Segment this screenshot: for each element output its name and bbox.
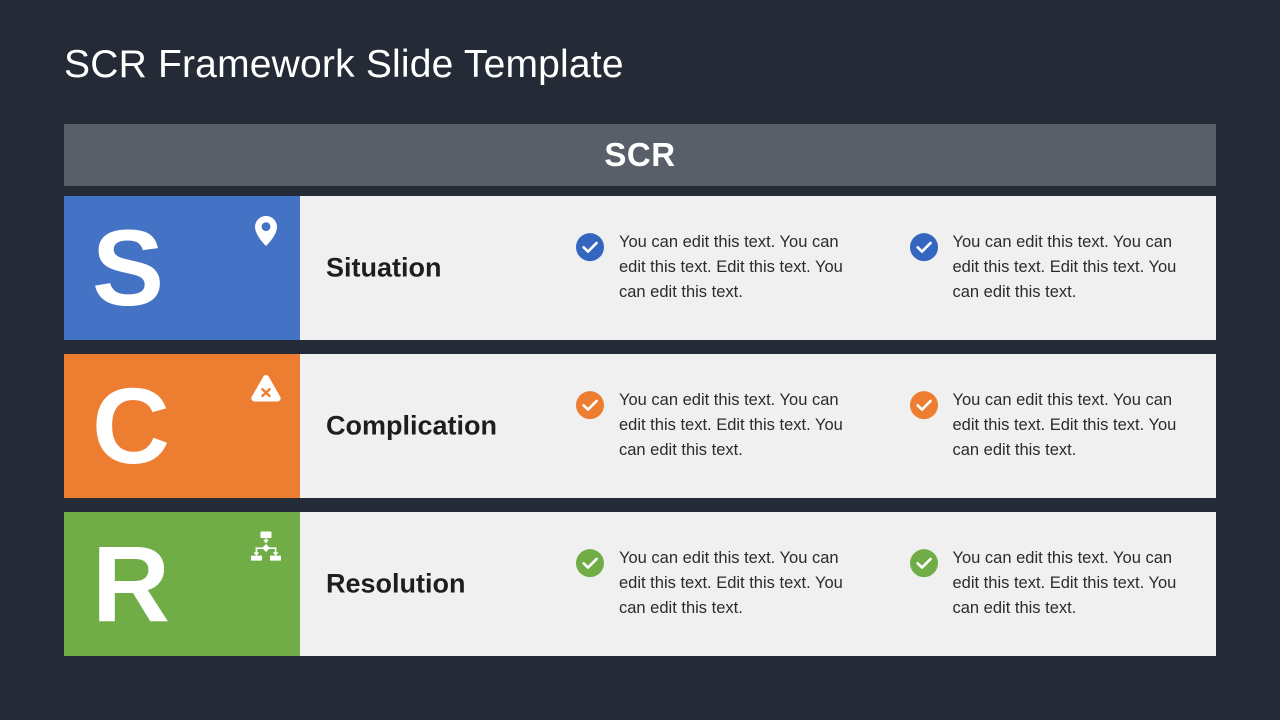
tile-letter: S bbox=[92, 207, 164, 328]
list-item: You can edit this text. You can edit thi… bbox=[909, 546, 1203, 622]
list-item-text: You can edit this text. You can edit thi… bbox=[952, 549, 1177, 618]
content-panel-complication: Complication You can edit this text. You… bbox=[300, 354, 1216, 498]
scr-row-resolution: R Resolution bbox=[64, 512, 1216, 656]
check-circle-icon bbox=[909, 390, 939, 420]
content-panel-resolution: Resolution You can edit this text. You c… bbox=[300, 512, 1216, 656]
warning-triangle-icon bbox=[246, 368, 286, 408]
list-item: You can edit this text. You can edit thi… bbox=[575, 230, 869, 306]
map-pin-icon bbox=[246, 210, 286, 250]
list-item: You can edit this text. You can edit thi… bbox=[575, 546, 869, 622]
list-item-text: You can edit this text. You can edit thi… bbox=[952, 233, 1177, 302]
check-circle-icon bbox=[909, 548, 939, 578]
letter-tile-situation: S bbox=[64, 196, 300, 340]
scr-header-bar: SCR bbox=[64, 124, 1216, 186]
list-item-text: You can edit this text. You can edit thi… bbox=[952, 391, 1177, 460]
list-item: You can edit this text. You can edit thi… bbox=[575, 388, 869, 464]
row-label-resolution: Resolution bbox=[326, 568, 466, 599]
letter-tile-resolution: R bbox=[64, 512, 300, 656]
check-circle-icon bbox=[909, 232, 939, 262]
check-circle-icon bbox=[575, 232, 605, 262]
list-item-text: You can edit this text. You can edit thi… bbox=[619, 233, 843, 302]
bullet-list: You can edit this text. You can edit thi… bbox=[575, 230, 1202, 306]
scr-header-label: SCR bbox=[604, 136, 676, 173]
tile-letter: C bbox=[92, 365, 170, 486]
check-circle-icon bbox=[575, 548, 605, 578]
list-item-text: You can edit this text. You can edit thi… bbox=[619, 391, 843, 460]
bullet-list: You can edit this text. You can edit thi… bbox=[575, 388, 1202, 464]
scr-row-complication: C Complication You can edit this text. Y… bbox=[64, 354, 1216, 498]
scr-row-situation: S Situation You can edit this text. You … bbox=[64, 196, 1216, 340]
check-circle-icon bbox=[575, 390, 605, 420]
row-label-situation: Situation bbox=[326, 252, 442, 283]
list-item: You can edit this text. You can edit thi… bbox=[909, 230, 1203, 306]
tile-letter: R bbox=[92, 523, 170, 644]
letter-tile-complication: C bbox=[64, 354, 300, 498]
page-title: SCR Framework Slide Template bbox=[64, 43, 624, 86]
hierarchy-chart-icon bbox=[246, 526, 286, 566]
content-panel-situation: Situation You can edit this text. You ca… bbox=[300, 196, 1216, 340]
list-item: You can edit this text. You can edit thi… bbox=[909, 388, 1203, 464]
list-item-text: You can edit this text. You can edit thi… bbox=[619, 549, 843, 618]
row-label-complication: Complication bbox=[326, 410, 498, 441]
bullet-list: You can edit this text. You can edit thi… bbox=[575, 546, 1202, 622]
